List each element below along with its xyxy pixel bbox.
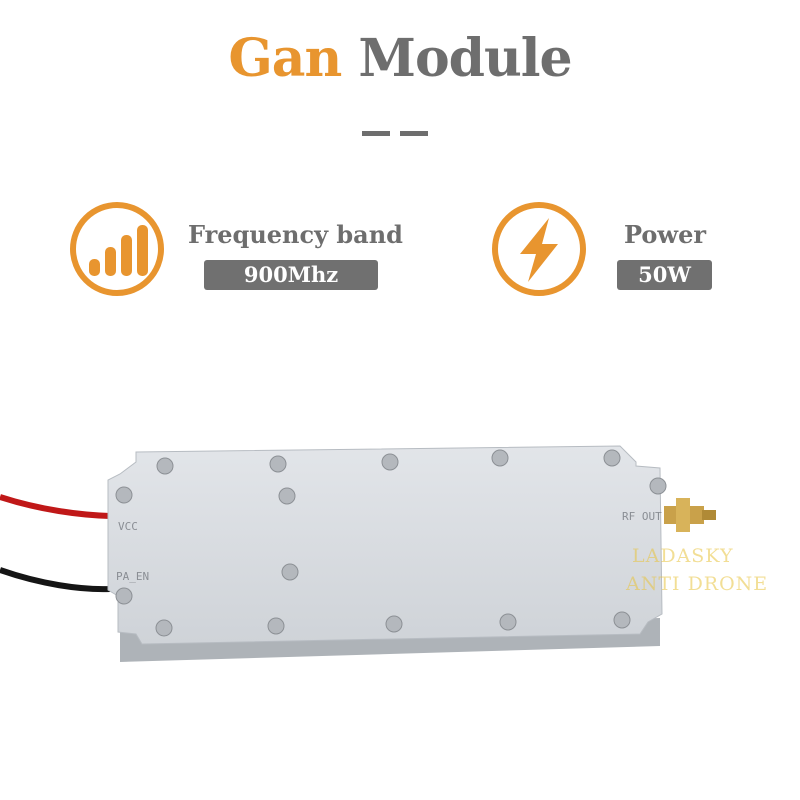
pa-en-marking: PA_EN xyxy=(116,570,149,583)
vcc-red-wire xyxy=(0,494,111,519)
frequency-band-label: Frequency band xyxy=(188,220,403,249)
signal-bars-icon xyxy=(70,202,164,296)
power-value-badge: 50W xyxy=(617,260,712,290)
lightning-bolt-icon xyxy=(492,202,586,296)
watermark-line-1: LADASKY xyxy=(632,545,734,567)
power-label: Power xyxy=(624,220,706,249)
title-main-word: Module xyxy=(358,28,572,89)
sma-connector xyxy=(664,498,716,532)
page-title: Gan Module xyxy=(0,28,800,89)
frequency-band-value-badge: 900Mhz xyxy=(204,260,378,290)
vcc-marking: VCC xyxy=(118,520,138,533)
title-divider-right xyxy=(400,131,428,136)
watermark-line-2: ANTI DRONE xyxy=(626,573,769,595)
gan-module-photo: VCC PA_EN RF OUT xyxy=(0,445,716,662)
title-accent-word: Gan xyxy=(228,28,342,89)
pa-en-black-wire xyxy=(0,567,111,593)
rf-out-marking: RF OUT xyxy=(622,510,662,523)
title-divider-left xyxy=(362,131,390,136)
